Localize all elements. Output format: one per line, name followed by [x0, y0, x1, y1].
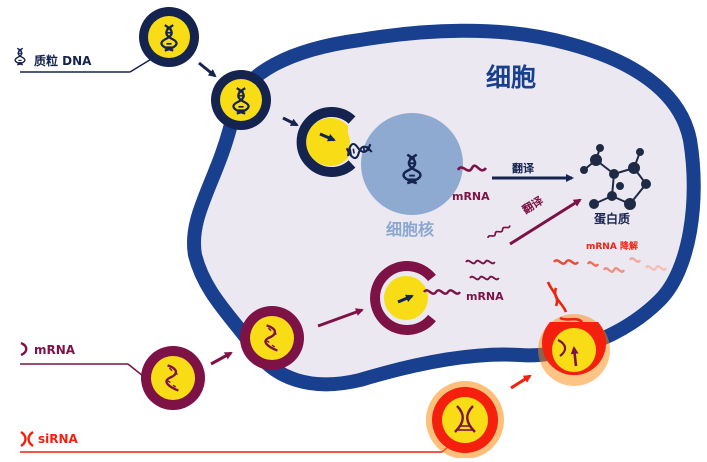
degrading-mrna-fragments [553, 257, 668, 273]
nuclear-mrna-strand [456, 164, 488, 172]
mrna-input-label: mRNA [34, 343, 76, 357]
plasmid-lnp-1 [139, 7, 199, 67]
mrna-lnp-2 [240, 306, 304, 370]
plasmid-dna-label-icon [14, 47, 26, 66]
arrow-icon [282, 116, 299, 127]
plasmid-lnp-opening [296, 107, 356, 177]
protein-label: 蛋白质 [594, 212, 631, 226]
mrna-label-icon [20, 341, 28, 357]
arrow-icon [510, 374, 532, 390]
arrow-icon [198, 61, 217, 78]
nuclear-mrna-label: mRNA [452, 190, 490, 203]
mrna-lnp-opening [370, 261, 436, 335]
sirna-label-icon [20, 431, 34, 447]
arrow-icon [317, 308, 364, 328]
mrna-degradation-label: mRNA 降解 [586, 242, 638, 252]
sirna-lnp-opening [538, 314, 610, 386]
translate-arrow-maroon [509, 198, 582, 246]
protein-molecule-icon [580, 144, 651, 210]
plasmid-dna-label: 质粒 DNA [34, 54, 92, 68]
mrna-lnp-1 [141, 346, 205, 410]
plasmid-lnp-2 [211, 70, 271, 130]
sirna-lnp-1 [426, 381, 504, 459]
sirna-input-label: siRNA [38, 432, 78, 446]
cyto-mrna-label: mRNA [466, 290, 504, 303]
risc-cleavage [546, 281, 583, 324]
cell-label: 细胞 [486, 63, 537, 92]
translate-label-navy: 翻译 [512, 162, 534, 175]
arrow-icon [210, 351, 233, 366]
nucleus-label: 细胞核 [386, 220, 435, 239]
